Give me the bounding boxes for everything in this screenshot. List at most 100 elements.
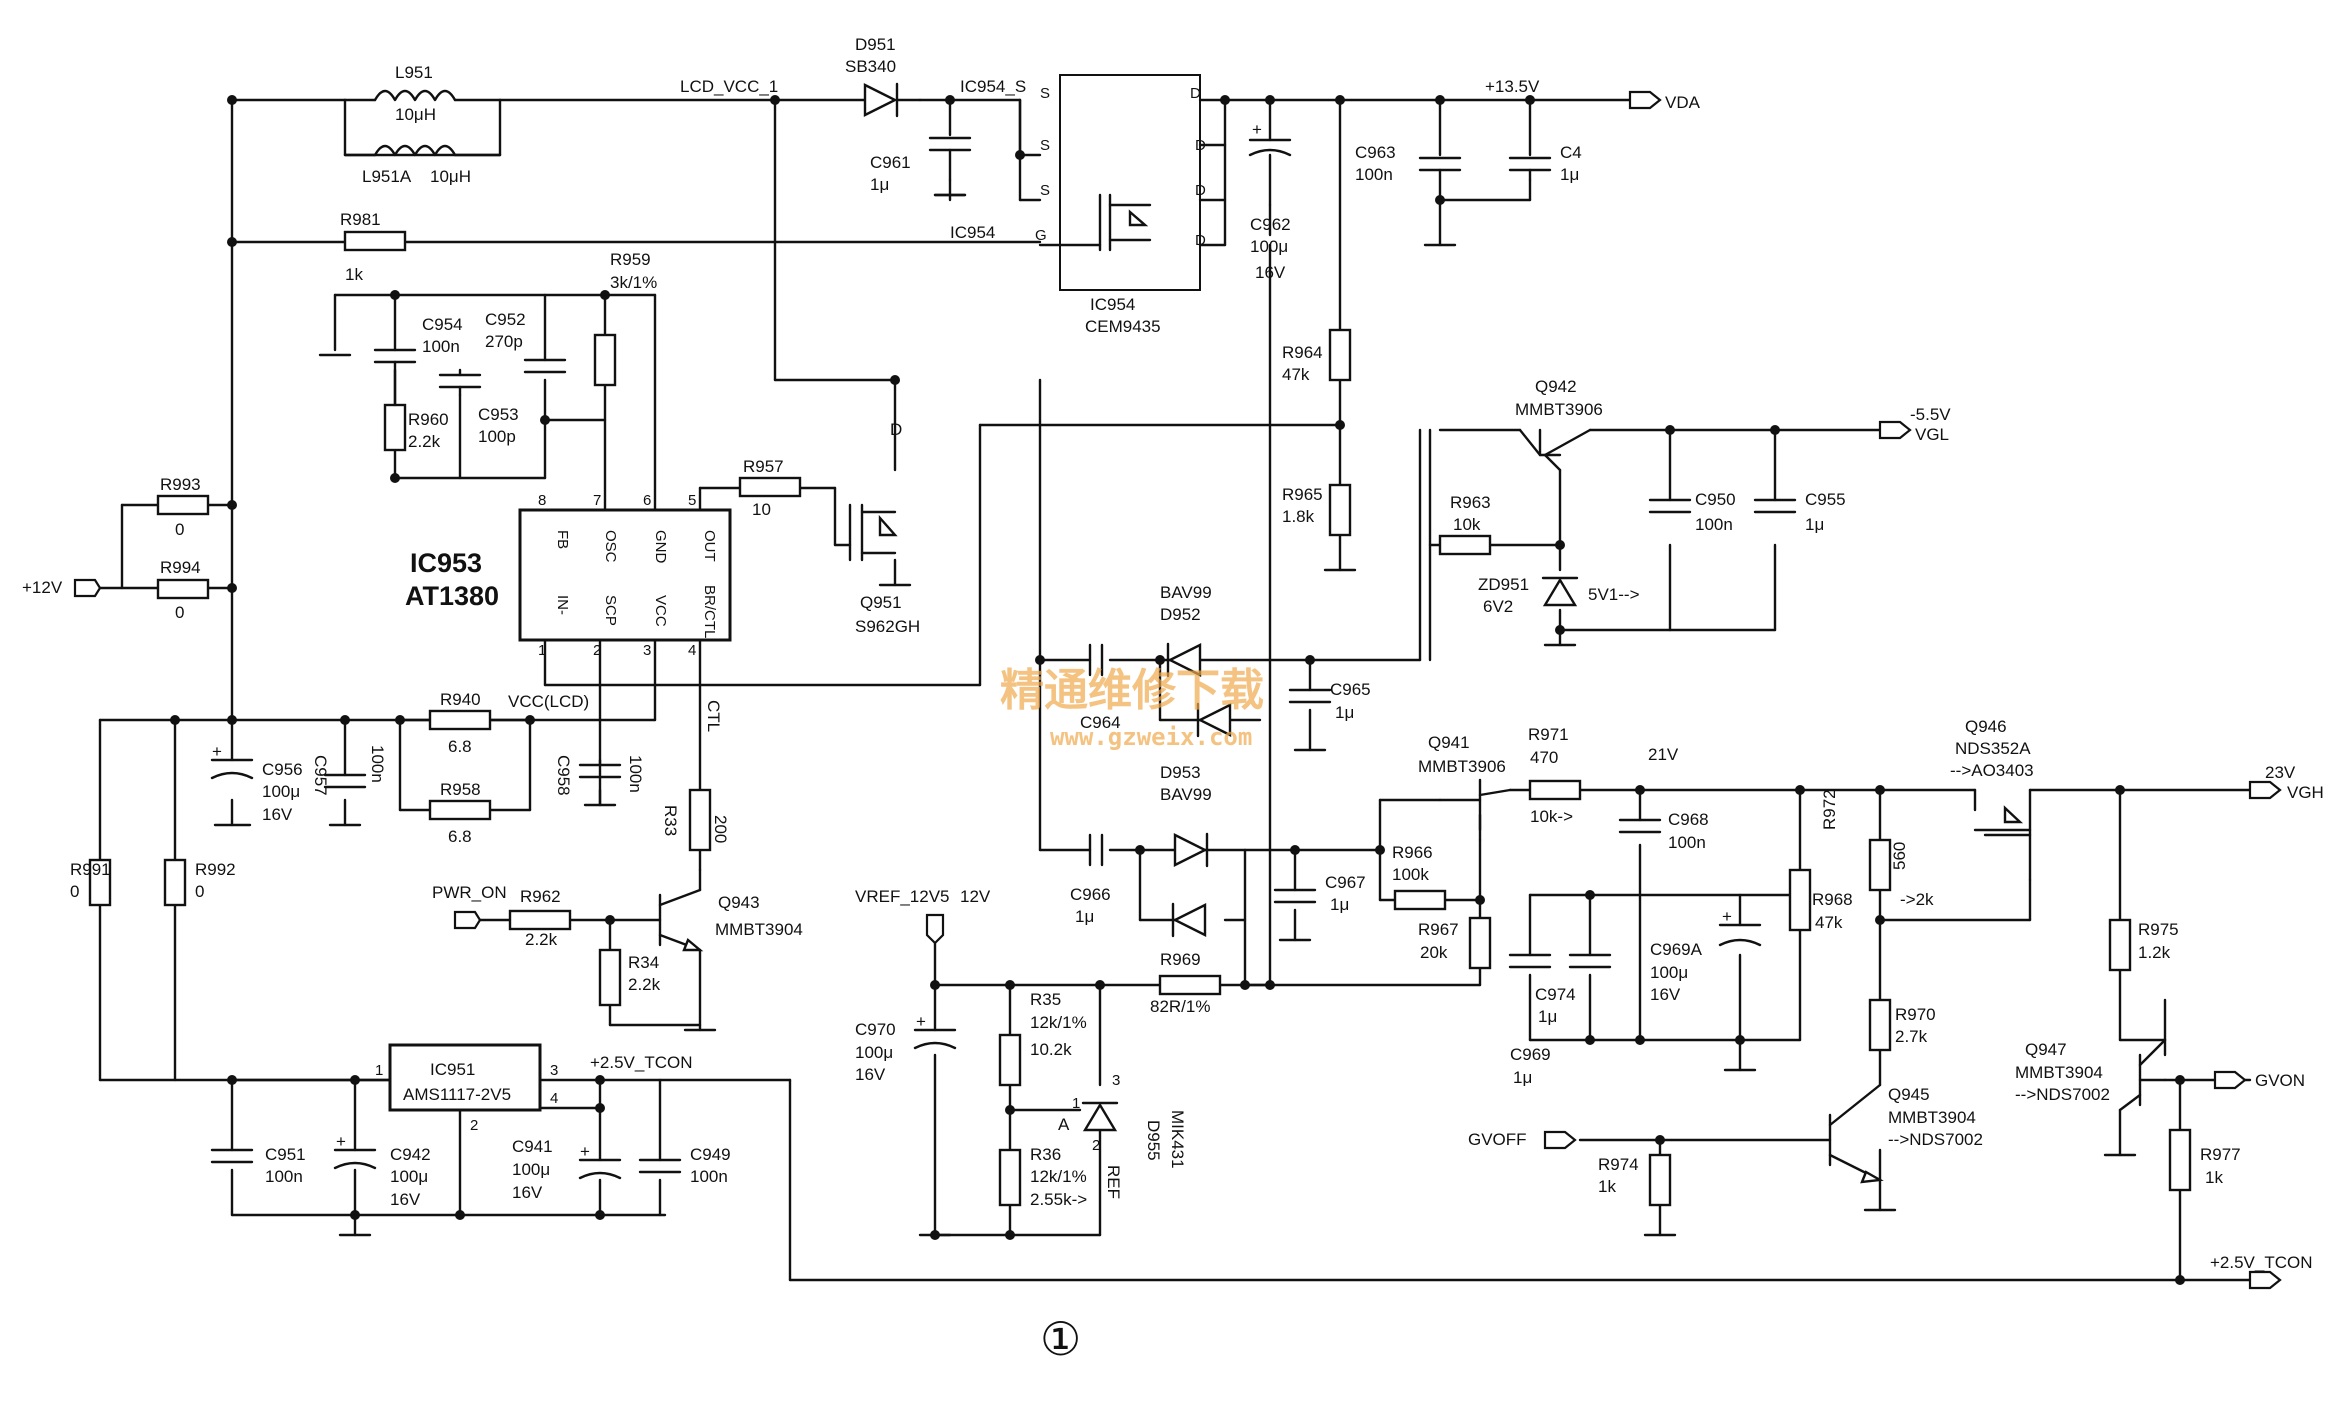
ic-blocks (388, 74, 2032, 1112)
ic953-pin-out: OUT (701, 530, 718, 562)
label-ic954-val: CEM9435 (1085, 317, 1161, 336)
label-q941-val: MMBT3906 (1418, 757, 1506, 776)
label-c969a-val: 100μ (1650, 963, 1688, 982)
ic953-pin-fb: FB (554, 530, 571, 549)
label-r992: R992 (195, 860, 236, 879)
ic953-pin3: 3 (643, 642, 651, 659)
label-r994-val: 0 (175, 603, 184, 622)
label-pwr-on: PWR_ON (432, 883, 507, 902)
label-r964: R964 (1282, 343, 1323, 362)
label-c958-val: 100n (626, 755, 645, 793)
svg-text:+: + (580, 1142, 590, 1161)
label-c954: C954 (422, 315, 463, 334)
label-d953: D953 (1160, 763, 1201, 782)
ic953-pin-vcc: VCC (652, 595, 669, 627)
d955-pin3: 3 (1112, 1072, 1120, 1089)
label-r940: R940 (440, 690, 481, 709)
label-q942: Q942 (1535, 377, 1577, 396)
label-r993: R993 (160, 475, 201, 494)
label-r35: R35 (1030, 990, 1061, 1009)
label-c963: C963 (1355, 143, 1396, 162)
ic953-pin-br: BR/CTL (701, 585, 718, 638)
label-c4: C4 (1560, 143, 1582, 162)
label-r981-val: 1k (345, 265, 363, 284)
label-r992-val: 0 (195, 882, 204, 901)
d955-pin2: 2 (1092, 1137, 1100, 1154)
label-r963: R963 (1450, 493, 1491, 512)
grounds (213, 193, 2137, 1237)
junctions (170, 95, 2185, 1285)
label-c964: C964 (1080, 713, 1121, 732)
label-r969-val: 82R/1% (1150, 997, 1210, 1016)
page-mark: ① (1040, 1312, 1081, 1366)
ic953-pin-osc: OSC (602, 530, 619, 563)
label-c957-val: 100n (368, 745, 387, 783)
label-zd951-val: 6V2 (1483, 597, 1513, 616)
label-r975-val: 1.2k (2138, 943, 2171, 962)
label-c950-val: 100n (1695, 515, 1733, 534)
label-c970: C970 (855, 1020, 896, 1039)
label-r968-val: 47k (1815, 913, 1843, 932)
label-c956: C956 (262, 760, 303, 779)
label-d951-val: SB340 (845, 57, 896, 76)
label-c966-val: 1μ (1075, 907, 1094, 926)
label-c942-rating: 16V (390, 1190, 421, 1209)
diodes (863, 82, 1579, 1132)
label-c955-val: 1μ (1805, 515, 1824, 534)
label-r962: R962 (520, 887, 561, 906)
label-pin-a: A (1058, 1115, 1070, 1134)
label-r36: R36 (1030, 1145, 1061, 1164)
ic954-pin-1: S (1040, 85, 1050, 102)
inductors (343, 89, 502, 157)
label-d: D (890, 420, 902, 439)
label-c941-val: 100μ (512, 1160, 550, 1179)
label-q943: Q943 (718, 893, 760, 912)
label-r972-note: ->2k (1900, 890, 1934, 909)
label-ic951: IC951 (430, 1060, 475, 1079)
labels: L951 10μH L951A 10μH LCD_VCC_1 D951 SB34… (22, 35, 2324, 1366)
label-zd-note: 5V1--> (1588, 585, 1640, 604)
ic953-pin8: 8 (538, 492, 546, 509)
label-r970-val: 2.7k (1895, 1027, 1928, 1046)
label-zd951: ZD951 (1478, 575, 1529, 594)
label-q945-val: MMBT3904 (1888, 1108, 1976, 1127)
label-r940-val: 6.8 (448, 737, 472, 756)
resistors (88, 230, 2192, 1207)
label-q941: Q941 (1428, 733, 1470, 752)
label-r994: R994 (160, 558, 201, 577)
bjts (658, 428, 2167, 1184)
label-r981: R981 (340, 210, 381, 229)
ic954-pin-7: D (1195, 182, 1206, 199)
ic953-pin7: 7 (593, 492, 601, 509)
label-c966: C966 (1070, 885, 1111, 904)
label-c968: C968 (1668, 810, 1709, 829)
label-c954-val: 100n (422, 337, 460, 356)
label-vda: VDA (1665, 93, 1701, 112)
label-r971-note: 10k-> (1530, 807, 1573, 826)
label-d951: D951 (855, 35, 896, 54)
label-c952: C952 (485, 310, 526, 329)
label-r974-val: 1k (1598, 1177, 1616, 1196)
label-r960: R960 (408, 410, 449, 429)
label-r965: R965 (1282, 485, 1323, 504)
label-gvoff: GVOFF (1468, 1130, 1527, 1149)
ic951-pin4: 4 (550, 1090, 558, 1107)
label-c949-val: 100n (690, 1167, 728, 1186)
capacitors: + + (210, 120, 1797, 1180)
label-c961-val: 1μ (870, 175, 889, 194)
ic953-pin-scp: SCP (602, 595, 619, 626)
label-l951a-val: 10μH (430, 167, 471, 186)
label-c974: C974 (1535, 985, 1576, 1004)
label-c953: C953 (478, 405, 519, 424)
ic954-pin-8: D (1195, 232, 1206, 249)
label-c956-val: 100μ (262, 782, 300, 801)
label-c965: C965 (1330, 680, 1371, 699)
label-r34: R34 (628, 953, 659, 972)
label-vref-12v: 12V (960, 887, 991, 906)
label-c969a: C969A (1650, 940, 1703, 959)
label-c961: C961 (870, 153, 911, 172)
label-q946-note: -->AO3403 (1950, 761, 2034, 780)
watermark-site-name: 精通维修下载 (1000, 665, 1264, 716)
ic953-pin2: 2 (593, 642, 601, 659)
label-r959-val: 3k/1% (610, 273, 657, 292)
